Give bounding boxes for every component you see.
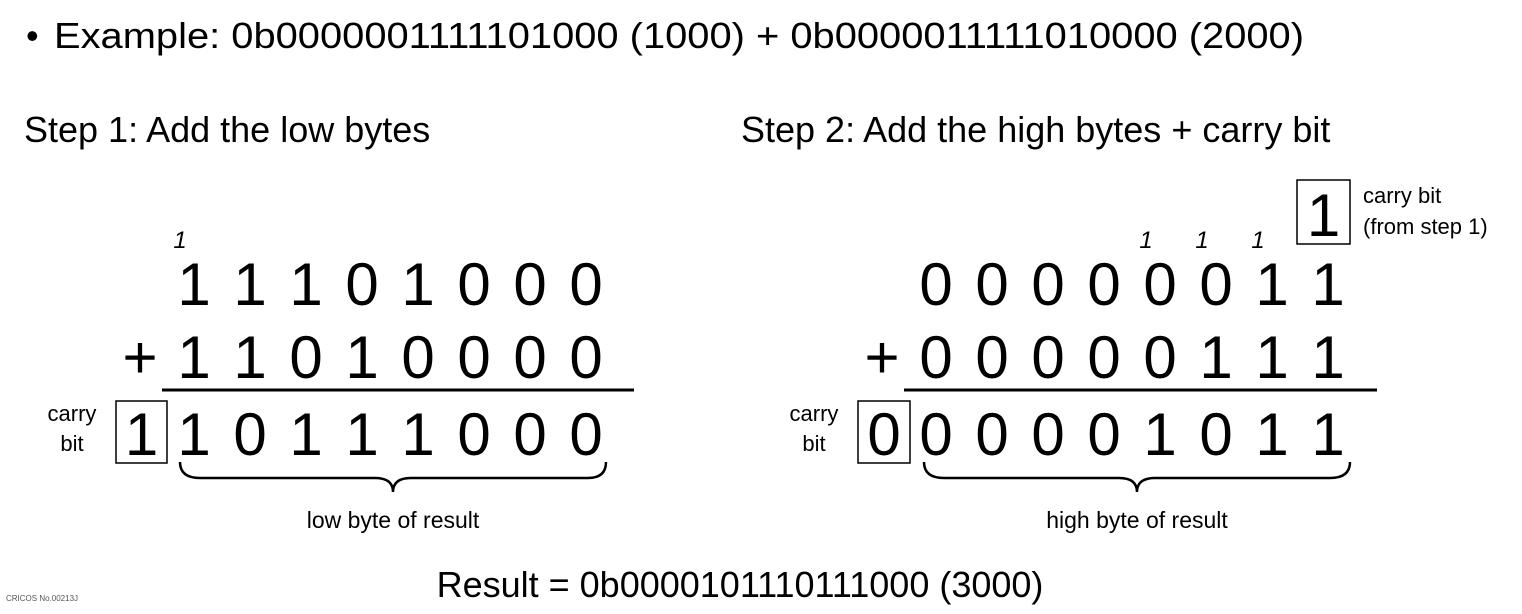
step1-operand2-digit-4: 0 xyxy=(401,324,434,391)
step1-operand2-digit-1: 1 xyxy=(233,324,266,391)
step2-carry-box xyxy=(857,400,911,464)
step2-carry-in: 1 xyxy=(1307,182,1340,249)
step2-carry-out: 0 xyxy=(867,401,900,468)
step1-carry-out: 1 xyxy=(125,401,158,468)
step2-result-digit-5: 0 xyxy=(1199,401,1232,468)
step1-carry-label-line1: carry xyxy=(48,401,97,426)
step2-carry-in-label-line2: (from step 1) xyxy=(1363,214,1488,239)
step2-operand1-digit-5: 0 xyxy=(1199,251,1232,318)
step1-result-digit-5: 0 xyxy=(457,401,490,468)
step1-result-digit-0: 1 xyxy=(177,401,210,468)
step2-plus-sign: + xyxy=(864,324,899,391)
step1-operand1-digit-3: 0 xyxy=(345,251,378,318)
step2-carry-mark-4: 1 xyxy=(1139,227,1152,254)
step1-carry-marks: 1 xyxy=(173,227,186,254)
bullet-glyph: • xyxy=(26,15,39,56)
step2-carry-mark-6: 1 xyxy=(1251,227,1264,254)
step2-operand1-digit-4: 0 xyxy=(1143,251,1176,318)
step1-operand2-digit-0: 1 xyxy=(177,324,210,391)
step2-carry-label-line2: bit xyxy=(802,431,825,456)
step2-title: Step 2: Add the high bytes + carry bit xyxy=(741,109,1330,150)
step2-result-digit-0: 0 xyxy=(919,401,952,468)
step2-operand2-digit-6: 1 xyxy=(1255,324,1288,391)
step2-result-digit-6: 1 xyxy=(1255,401,1288,468)
step1-operand2-digit-2: 0 xyxy=(289,324,322,391)
step1-result-digit-7: 0 xyxy=(569,401,602,468)
step2-result-digit-1: 0 xyxy=(975,401,1008,468)
step1-plus-sign: + xyxy=(122,324,157,391)
step1-carry-box xyxy=(115,400,168,464)
step2-operand2-digit-0: 0 xyxy=(919,324,952,391)
example-line: Example: 0b0000001111101000 (1000) + 0b0… xyxy=(54,15,1304,56)
step1-result-digit-3: 1 xyxy=(345,401,378,468)
step1-carry-mark-0: 1 xyxy=(173,227,186,254)
step2-operand1-digit-3: 0 xyxy=(1087,251,1120,318)
step1-carry-label-line2: bit xyxy=(60,431,83,456)
step2-carry-in-label-line1: carry bit xyxy=(1363,183,1441,208)
step2-operand1-digit-1: 0 xyxy=(975,251,1008,318)
step2-carry-in-box xyxy=(1296,179,1351,245)
step1-operand1-digit-7: 0 xyxy=(569,251,602,318)
step1-operand1-digit-1: 1 xyxy=(233,251,266,318)
step1-operand2-digit-7: 0 xyxy=(569,324,602,391)
step2-operand2-digit-1: 0 xyxy=(975,324,1008,391)
step2-operand1-digit-6: 1 xyxy=(1255,251,1288,318)
step1-operand2-digit-6: 0 xyxy=(513,324,546,391)
step1-brace-label: low byte of result xyxy=(307,507,480,533)
cricos-footer: CRICOS No.00213J xyxy=(6,594,78,603)
step2-operand2-digit-7: 1 xyxy=(1311,324,1344,391)
step2-result-digit-3: 0 xyxy=(1087,401,1120,468)
step1-title: Step 1: Add the low bytes xyxy=(24,109,430,150)
step2-operand2-digit-4: 0 xyxy=(1143,324,1176,391)
step1-result-digit-4: 1 xyxy=(401,401,434,468)
step1-operand1-digit-4: 1 xyxy=(401,251,434,318)
step1-operand1-digit-2: 1 xyxy=(289,251,322,318)
step2-result-digit-4: 1 xyxy=(1143,401,1176,468)
step2-carry-mark-5: 1 xyxy=(1195,227,1208,254)
step2-brace xyxy=(922,461,1352,493)
step2-result-digit-7: 1 xyxy=(1311,401,1344,468)
step1-result-digit-6: 0 xyxy=(513,401,546,468)
result-line: Result = 0b0000101110111000 (3000) xyxy=(437,564,1044,605)
step2-carry-label-line1: carry xyxy=(790,401,839,426)
step2-operand2-digit-3: 0 xyxy=(1087,324,1120,391)
step1-operand1-digit-5: 0 xyxy=(457,251,490,318)
step1-operand1-digit-0: 1 xyxy=(177,251,210,318)
step1-operand2-digit-3: 1 xyxy=(345,324,378,391)
step2-operand1-digit-2: 0 xyxy=(1031,251,1064,318)
step2-operand1-digit-0: 0 xyxy=(919,251,952,318)
step2-result-digit-2: 0 xyxy=(1031,401,1064,468)
step1-brace xyxy=(178,461,608,493)
step1-operand1-digit-6: 0 xyxy=(513,251,546,318)
step2-operand2-digit-2: 0 xyxy=(1031,324,1064,391)
step1-operand2-digit-5: 0 xyxy=(457,324,490,391)
step1-result-digit-1: 0 xyxy=(233,401,266,468)
step2-carry-marks: 1 1 1 xyxy=(1139,227,1264,254)
step2-operand1-digit-7: 1 xyxy=(1311,251,1344,318)
step1-result-digit-2: 1 xyxy=(289,401,322,468)
step2-operand2-digit-5: 1 xyxy=(1199,324,1232,391)
step2-brace-label: high byte of result xyxy=(1046,507,1228,533)
